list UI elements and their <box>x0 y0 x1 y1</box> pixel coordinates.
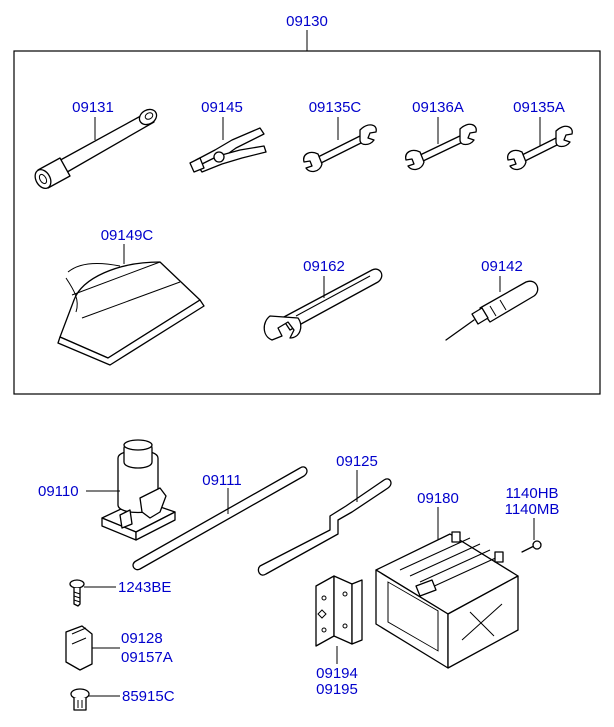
bracket-label-2[interactable]: 09195 <box>316 681 358 698</box>
wrench-09135a-label[interactable]: 09135A <box>513 99 565 116</box>
tool-box-label[interactable]: 09180 <box>417 490 459 507</box>
tool-bag[interactable]: 09149C <box>57 227 205 366</box>
wrench-09135c[interactable]: 09135C <box>303 99 377 173</box>
clip-label-2[interactable]: 09157A <box>121 649 173 666</box>
lug-wrench-label[interactable]: 09131 <box>72 99 114 116</box>
screw-label[interactable]: 1243BE <box>118 579 171 596</box>
kit-part-number[interactable]: 09130 <box>286 13 328 30</box>
screwdriver-label[interactable]: 09142 <box>481 258 523 275</box>
extension-bar[interactable]: 09125 <box>257 453 392 576</box>
wrench-09135c-label[interactable]: 09135C <box>309 99 362 116</box>
clip[interactable]: 09128 09157A <box>65 625 173 671</box>
wrench-09136a-label[interactable]: 09136A <box>412 99 464 116</box>
bottle-jack-label[interactable]: 09110 <box>38 483 79 500</box>
tool-bag-label[interactable]: 09149C <box>101 227 154 244</box>
pliers-label[interactable]: 09145 <box>201 99 243 116</box>
bottle-jack[interactable]: 09110 <box>38 439 176 541</box>
jack-handle[interactable]: 09111 <box>132 466 308 571</box>
bolt-label-2[interactable]: 1140MB <box>505 501 560 518</box>
screw[interactable]: 1243BE <box>69 579 171 607</box>
bolt-label-1[interactable]: 1140HB <box>505 485 558 502</box>
bracket-label-1[interactable]: 09194 <box>316 665 358 682</box>
jack-handle-label[interactable]: 09111 <box>202 472 242 489</box>
tool-kit-group: 09130 <box>13 13 601 395</box>
pliers[interactable]: 09145 <box>189 99 267 173</box>
bolt[interactable]: 1140HB 1140MB <box>505 485 560 553</box>
grommet-label[interactable]: 85915C <box>122 688 175 705</box>
grommet[interactable]: 85915C <box>70 688 175 711</box>
wrench-09136a[interactable]: 09136A <box>405 99 477 171</box>
lug-wrench[interactable]: 09131 <box>32 99 159 191</box>
wrench-09135a[interactable]: 09135A <box>507 99 573 171</box>
bracket[interactable]: 09194 09195 <box>315 575 363 698</box>
tool-box[interactable]: 09180 <box>375 490 519 669</box>
adjustable-wrench[interactable]: 09162 <box>263 258 383 341</box>
adjustable-wrench-label[interactable]: 09162 <box>303 258 345 275</box>
extension-bar-label[interactable]: 09125 <box>336 453 378 470</box>
screwdriver[interactable]: 09142 <box>445 258 539 341</box>
clip-label-1[interactable]: 09128 <box>121 630 163 647</box>
